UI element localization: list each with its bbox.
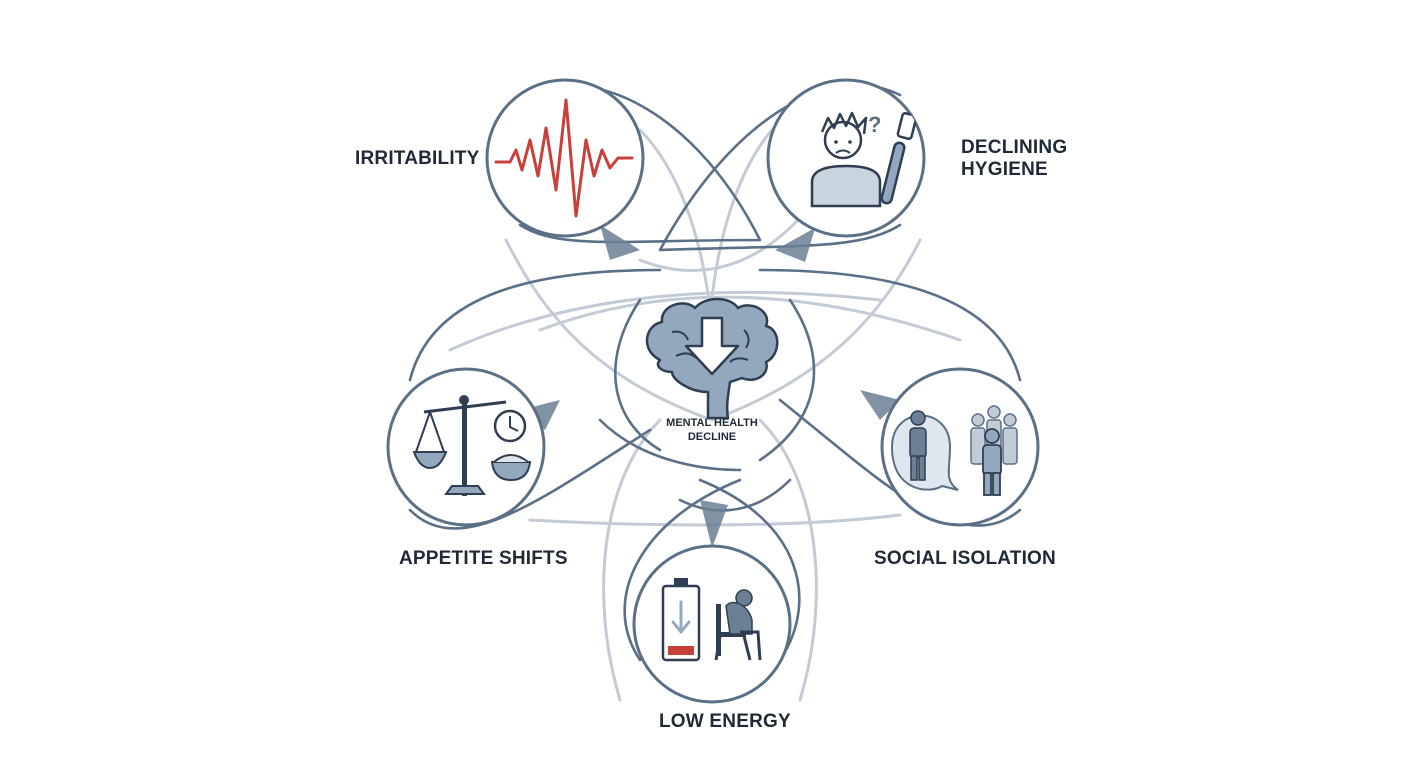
- loop-light-g: [602, 418, 662, 702]
- node-energy: [632, 544, 792, 704]
- petal-energy: [623, 478, 801, 662]
- connection-loops-light: [448, 118, 962, 702]
- inner-swirl-b: [758, 298, 816, 462]
- node-isolation: [880, 367, 1040, 527]
- loop-light-c: [710, 238, 922, 422]
- brain-down-arrow-icon: [645, 297, 779, 420]
- low-battery-slumped-person-icon: [661, 578, 762, 662]
- loop-light-e: [538, 295, 962, 342]
- node-hygiene: ?: [766, 78, 926, 238]
- label-isolation: SOCIAL ISOLATION: [874, 548, 1056, 569]
- heartbeat-spike-icon: [494, 98, 634, 218]
- loop-light-i: [528, 513, 902, 527]
- loop-light-h: [758, 418, 818, 702]
- center-label: MENTAL HEALTH DECLINE: [666, 417, 758, 443]
- petal-appetite: [408, 268, 662, 530]
- loop-light-f: [448, 290, 882, 352]
- label-appetite: APPETITE SHIFTS: [399, 548, 568, 569]
- inner-swirl-a: [614, 298, 662, 452]
- node-appetite: [386, 367, 546, 527]
- loop-light-d: [504, 238, 714, 422]
- inner-swirl-d: [598, 418, 742, 472]
- label-irritability: IRRITABILITY: [355, 148, 480, 169]
- wedge-accents: [520, 225, 900, 548]
- svg-text:?: ?: [868, 112, 881, 137]
- label-hygiene: DECLINING HYGIENE: [961, 137, 1068, 180]
- unkempt-person-toothbrush-icon: ?: [810, 111, 918, 208]
- inner-swirl-c: [678, 478, 792, 512]
- person-apart-from-group-icon: [890, 405, 1018, 496]
- node-irritability: [485, 78, 645, 238]
- scale-clock-bowl-icon: [412, 395, 532, 496]
- label-energy: LOW ENERGY: [659, 711, 791, 732]
